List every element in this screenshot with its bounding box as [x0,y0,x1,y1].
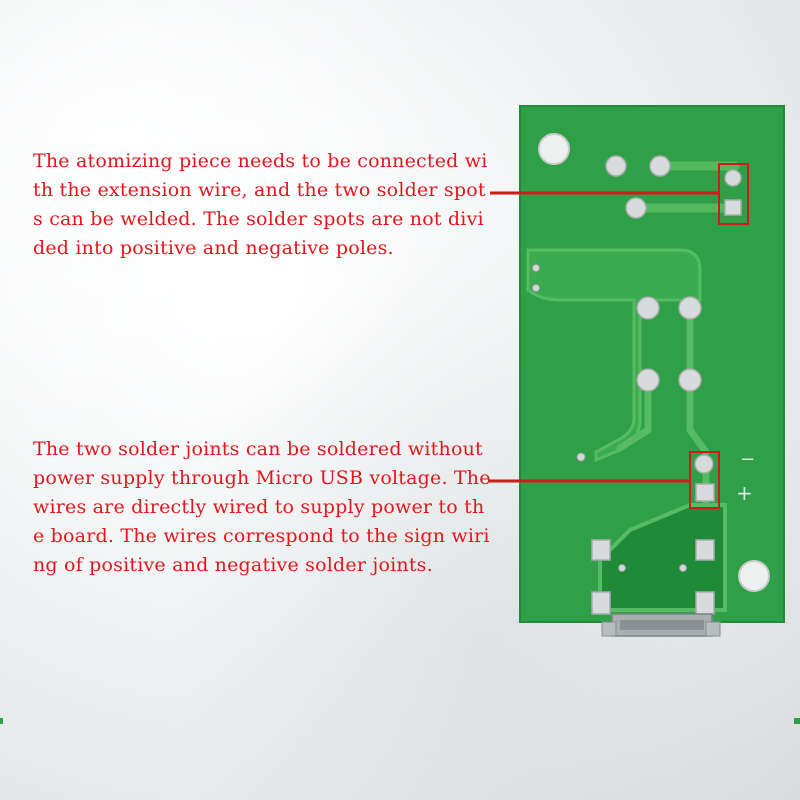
annotation-line: The two solder joints can be soldered wi… [33,438,483,460]
mounting-hole-bottom [738,560,770,592]
square-pads [591,199,742,615]
edge-tab-left [0,718,3,724]
annotation-power-solder-joints: The two solder joints can be soldered wi… [33,435,491,580]
micro-usb-connector [601,613,721,637]
minus-mark: − [740,449,755,470]
annotation-line: ng of positive and negative solder joint… [33,554,433,576]
annotation-atomizer-wire: The atomizing piece needs to be connecte… [33,147,488,263]
annotation-line: ded into positive and negative poles. [33,237,394,259]
annotation-line: wires are directly wired to supply power… [33,496,485,518]
annotation-line: s can be welded. The solder spots are no… [33,208,484,230]
plus-mark: + [736,481,753,505]
edge-tab-right [794,718,800,724]
mounting-hole-top [538,133,570,165]
annotation-line: The atomizing piece needs to be connecte… [33,150,488,172]
annotation-line: e board. The wires correspond to the sig… [33,525,490,547]
vias [532,264,687,572]
annotation-line: th the extension wire, and the two solde… [33,179,486,201]
annotation-line: power supply through Micro USB voltage. … [33,467,491,489]
round-pads [605,155,742,474]
